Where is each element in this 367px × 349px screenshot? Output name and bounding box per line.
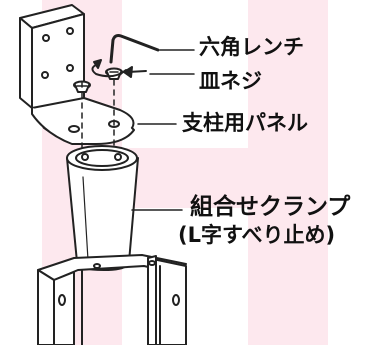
hex-wrench-label: 六角レンチ <box>199 35 304 59</box>
upright-bracket <box>19 4 85 114</box>
direction-arrow <box>123 66 147 78</box>
clamp-label: 組合せクランプ <box>190 194 351 220</box>
support-panel-label: 支柱用パネル <box>182 111 308 135</box>
leader-lines <box>131 49 195 211</box>
rotation-arrow <box>91 59 127 78</box>
hex-wrench <box>109 34 160 64</box>
combination-clamp <box>66 145 139 271</box>
flat-screw-left <box>73 80 91 93</box>
clamp-sublabel: (L字すべり止め) <box>178 223 336 247</box>
flat-screw-label: 皿ネジ <box>199 69 262 93</box>
